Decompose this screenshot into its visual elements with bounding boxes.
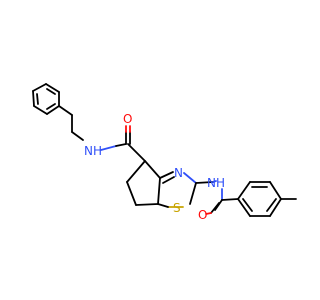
cyclopentane-ring <box>126 160 161 206</box>
atom-label-nh-right: NH <box>207 176 225 190</box>
thiazole-ring <box>157 171 197 208</box>
atom-label-s-ring: S <box>173 201 181 215</box>
phenyl-ring <box>32 83 60 115</box>
atom-label-nh-left: NH <box>84 144 102 158</box>
atom-label-n-ring: N <box>174 166 183 180</box>
toluene-ring <box>237 181 297 217</box>
ethyl-linker <box>58 105 84 141</box>
molecule-structure: NH O N S NH O <box>32 83 297 222</box>
amide-right <box>195 180 239 215</box>
atom-label-o-left: O <box>123 112 132 126</box>
atom-label-o-right: O <box>198 208 207 222</box>
molecule-canvas: NH O N S NH O <box>32 83 297 222</box>
amide-left <box>100 125 146 162</box>
